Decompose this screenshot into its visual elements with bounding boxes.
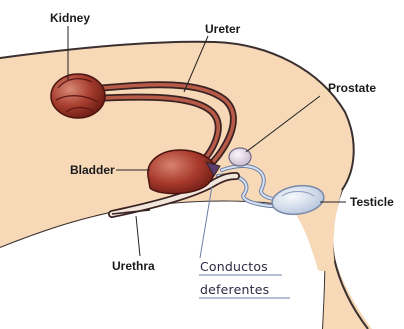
label-kidney: Kidney <box>50 11 90 25</box>
label-testicle: Testicle <box>350 195 394 209</box>
label-ureter: Ureter <box>205 22 241 36</box>
label-bladder: Bladder <box>70 163 115 177</box>
label-prostate: Prostate <box>328 81 376 95</box>
kidney <box>51 74 105 118</box>
label-ductus-line1: Conductos <box>200 259 268 274</box>
label-ductus-line2: deferentes <box>200 282 269 297</box>
label-urethra: Urethra <box>112 259 155 273</box>
